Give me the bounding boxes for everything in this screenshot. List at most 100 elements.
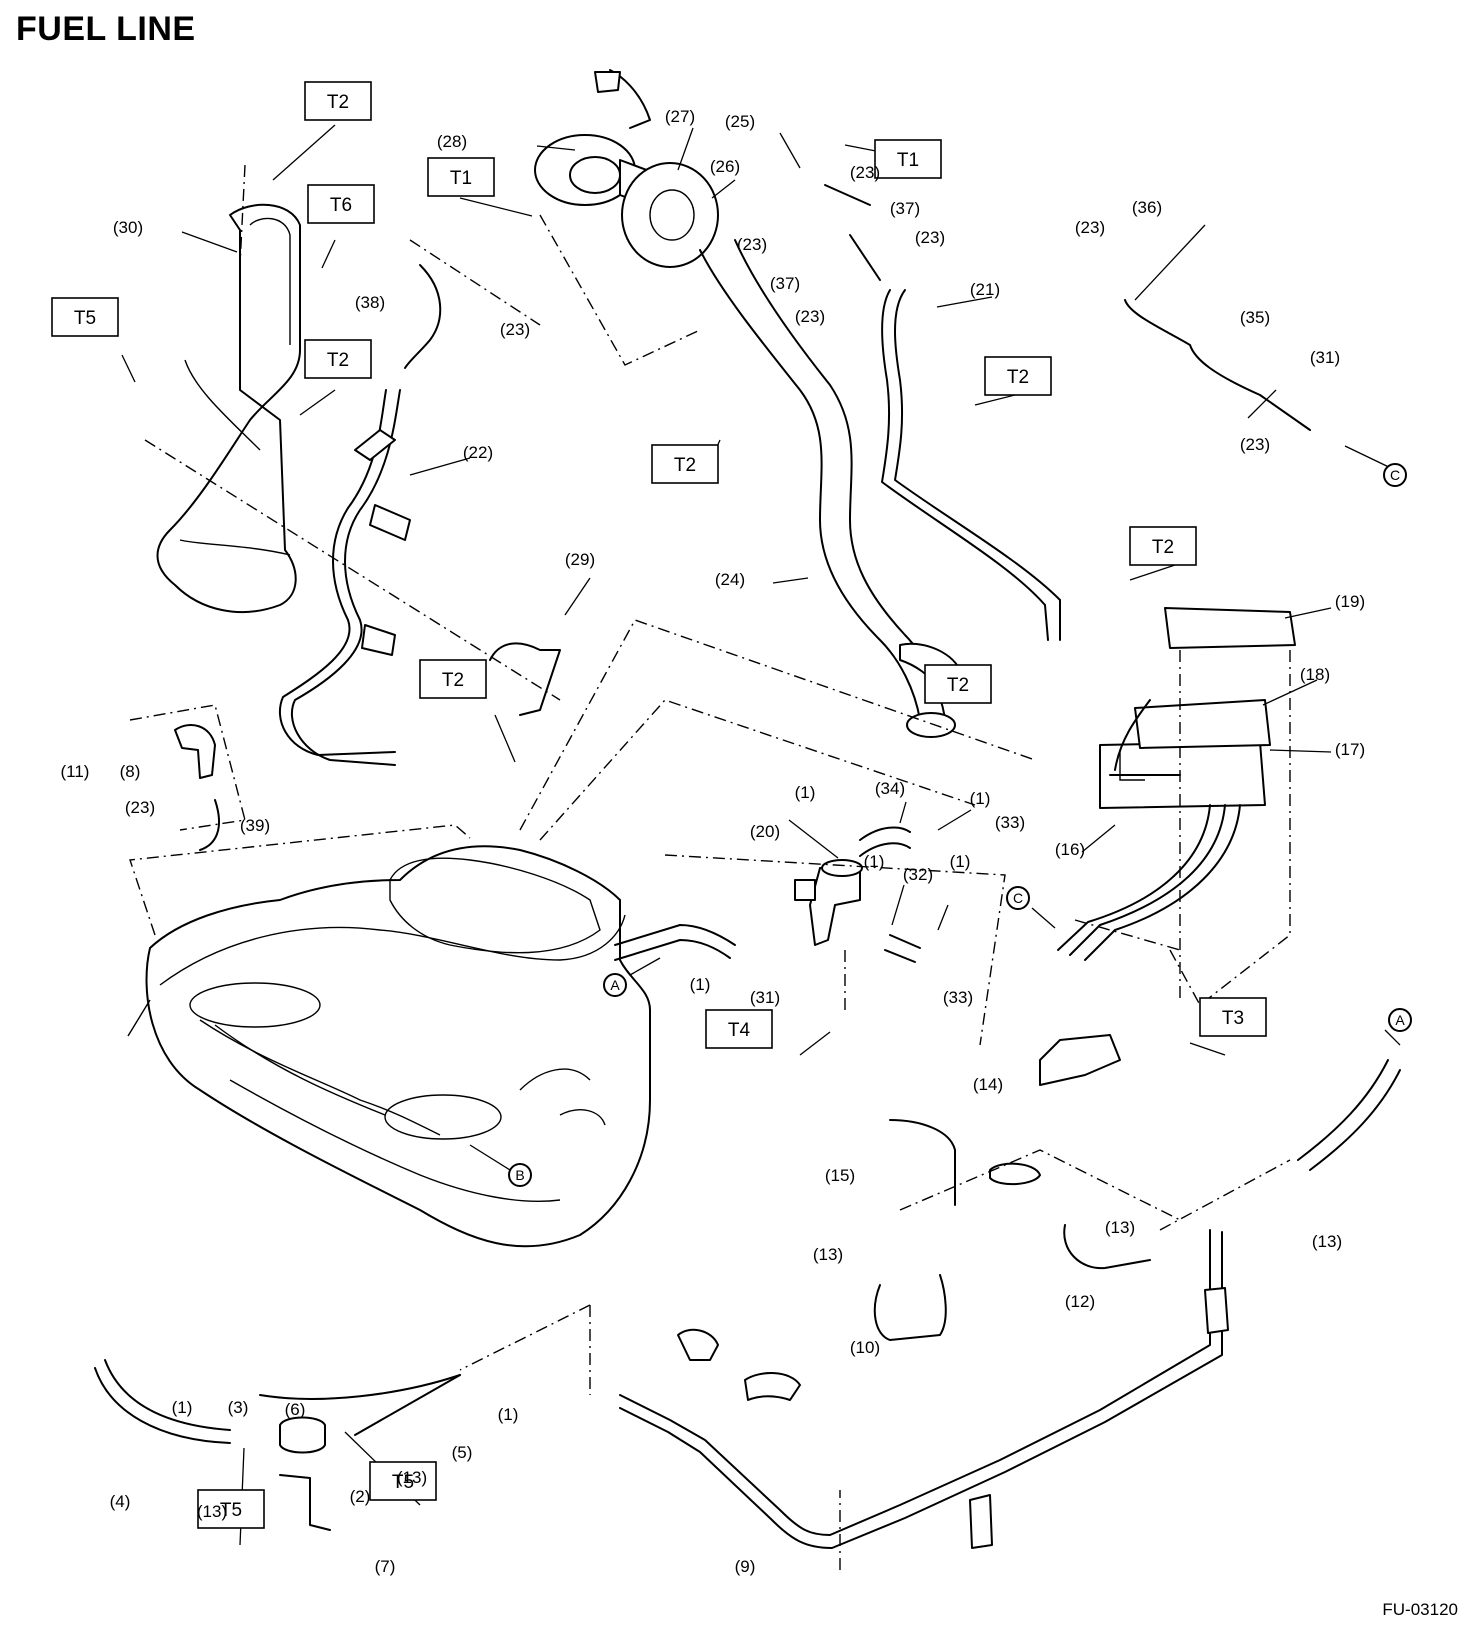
fuel-pipes-left [278,389,411,766]
torque-box: T2 [419,659,487,699]
torque-box: T2 [304,81,372,121]
connector-14 [989,1162,1041,1186]
part-label: (23) [1240,435,1270,454]
joint-8 [174,724,216,779]
purge-valve [614,826,921,963]
part-label: (38) [355,293,385,312]
hose-5 [354,1374,461,1436]
part-label: (36) [1132,198,1162,217]
torque-label: T2 [1152,537,1174,558]
torque-box: T2 [304,339,372,379]
part-label: (11) [61,762,90,781]
part-label: (1) [172,1398,193,1417]
part-label: (13) [197,1502,227,1521]
part-label: (33) [995,813,1025,832]
part-labels: (28) (27) (25) (26) (23) (37) (23) (23) (37) (23)… [61,107,1366,1576]
connection-ref: C [1006,886,1030,910]
connection-ref: B [508,1163,532,1187]
torque-box: T1 [874,139,942,179]
filler-pipe [534,69,961,738]
part-label: (33) [943,988,973,1007]
part-label: (23) [795,307,825,326]
canister [1057,607,1296,961]
part-label: (23) [1075,218,1105,237]
pipe-bracket [1039,1034,1121,1086]
torque-label: T5 [392,1472,414,1493]
hose-4-inner [94,1367,231,1444]
hose-38 [404,264,442,369]
part-label: (2) [350,1487,371,1506]
pipe-35 [1124,299,1311,431]
pipe-shield [156,203,301,613]
torque-box: T4 [705,1009,773,1049]
part-label: (32) [903,865,933,884]
part-label: (15) [825,1166,855,1185]
hose-4 [104,1359,231,1431]
part-label: (29) [565,550,595,569]
part-label: (26) [710,157,740,176]
part-label: (31) [1310,348,1340,367]
torque-box: T2 [651,444,719,484]
part-label: (25) [725,112,755,131]
torque-label: T1 [897,150,919,171]
hose-3 [259,1374,461,1400]
torque-label: T2 [327,350,349,371]
part-label: (13) [397,1468,427,1487]
connection-ref-letter: A [610,977,620,993]
part-label: (1) [950,852,971,871]
part-label: (23) [500,320,530,339]
torque-label: T3 [1222,1008,1244,1029]
part-label: (22) [463,443,493,462]
torque-label: T5 [220,1500,242,1521]
part-label: (23) [737,235,767,254]
part-label: (21) [970,280,1000,299]
hose-39 [199,799,220,851]
part-label: (23) [850,163,880,182]
part-label: (37) [770,274,800,293]
part-label: (31) [750,988,780,1007]
connection-ref-letter: B [515,1167,524,1183]
hose-10 [873,1274,947,1341]
part-label: (3) [228,1398,249,1417]
torque-box: T5 [197,1489,265,1529]
connection-ref-letter: C [1390,467,1400,483]
connection-ref: A [603,973,627,997]
part-label: (34) [875,779,905,798]
part-label: (37) [890,199,920,218]
filter-2 [279,1416,326,1454]
evap-pipes [824,184,1061,641]
page-title: FUEL LINE [16,10,196,48]
leader-lines [121,124,1332,1546]
torque-box: T5 [51,297,119,337]
part-label: (27) [665,107,695,126]
part-label: (1) [498,1405,519,1424]
fuel-pipes-lower [619,1059,1401,1549]
phantom-lines [129,164,1291,1570]
torque-box: T1 [427,157,495,197]
torque-label: T2 [327,92,349,113]
part-label: (4) [110,1492,131,1511]
part-label: (14) [973,1075,1003,1094]
hose-15 [889,1119,956,1206]
part-label: (1) [864,852,885,871]
connection-arrows [469,445,1401,1171]
part-label: (39) [240,816,270,835]
part-label: (13) [1312,1232,1342,1251]
torque-box: T2 [984,356,1052,396]
part-label: (1) [795,783,816,802]
part-label: (28) [437,132,467,151]
torque-box: T2 [924,664,992,704]
part-label: (1) [690,975,711,994]
part-label: (30) [113,218,143,237]
connection-ref-letter: A [1395,1012,1405,1028]
part-label: (16) [1055,840,1085,859]
torque-label: T6 [330,195,352,216]
part-label: (10) [850,1338,880,1357]
part-label: (1) [970,789,991,808]
part-label: (8) [120,762,141,781]
part-label: (35) [1240,308,1270,327]
fuel-tank [127,845,651,1248]
part-label: (20) [750,822,780,841]
